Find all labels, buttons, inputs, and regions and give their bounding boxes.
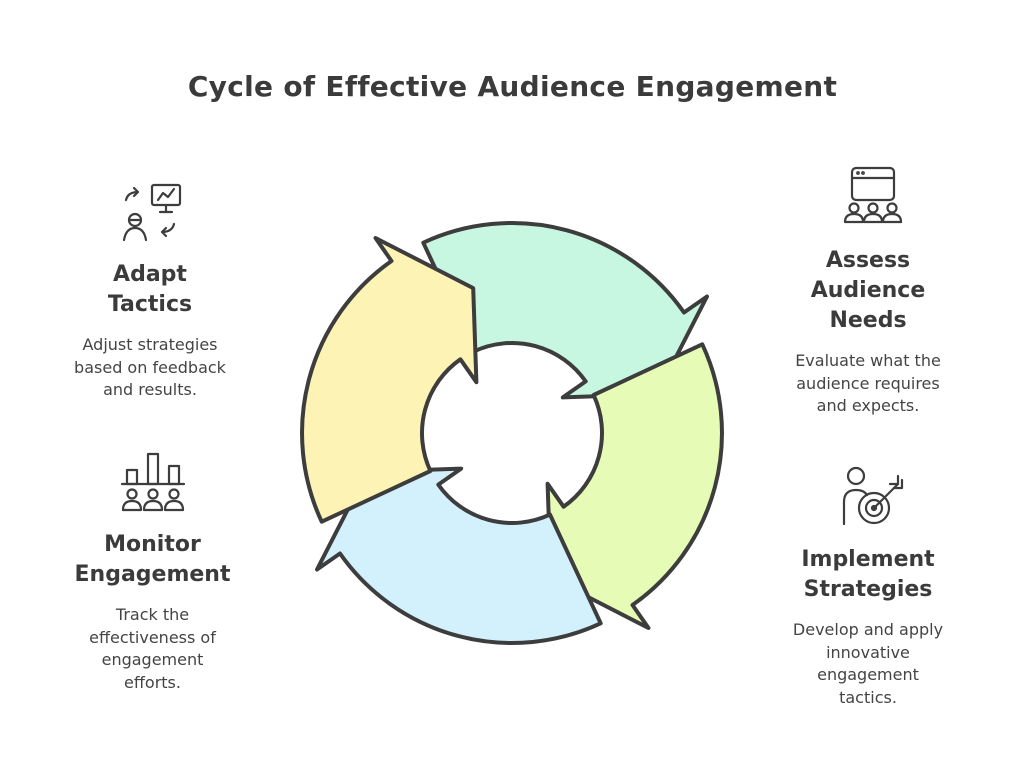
stage-description: Develop and apply innovative engagement …: [792, 620, 944, 707]
cycle-diagram: [300, 221, 724, 645]
person-target-icon: [842, 466, 904, 526]
arrow-monitor: [315, 466, 603, 645]
audience-screen-icon: [843, 166, 903, 224]
arrow-assess: [421, 221, 709, 400]
arrow-implement: [545, 342, 724, 630]
stage-description: Evaluate what the audience requires and …: [795, 351, 941, 415]
diagram-title: Cycle of Effective Audience Engagement: [187, 70, 838, 103]
stage-title: Assess Audience Needs: [810, 248, 926, 333]
stage-adapt-tactics: Adapt Tactics Adjust strategies based on…: [40, 260, 260, 402]
stage-title: Monitor Engagement: [74, 532, 231, 587]
presentation-feedback-icon: [122, 183, 182, 242]
stage-description: Track the effectiveness of engagement ef…: [89, 605, 216, 692]
stage-description: Adjust strategies based on feedback and …: [74, 335, 226, 399]
stage-assess-audience-needs: Assess Audience Needs Evaluate what the …: [758, 246, 978, 418]
arrow-adapt: [300, 236, 479, 524]
stage-monitor-engagement: Monitor Engagement Track the effectivene…: [40, 530, 265, 694]
stage-title: Implement Strategies: [801, 547, 935, 602]
bar-chart-audience-icon: [120, 452, 186, 512]
stage-implement-strategies: Implement Strategies Develop and apply i…: [758, 545, 978, 709]
stage-title: Adapt Tactics: [107, 262, 193, 317]
